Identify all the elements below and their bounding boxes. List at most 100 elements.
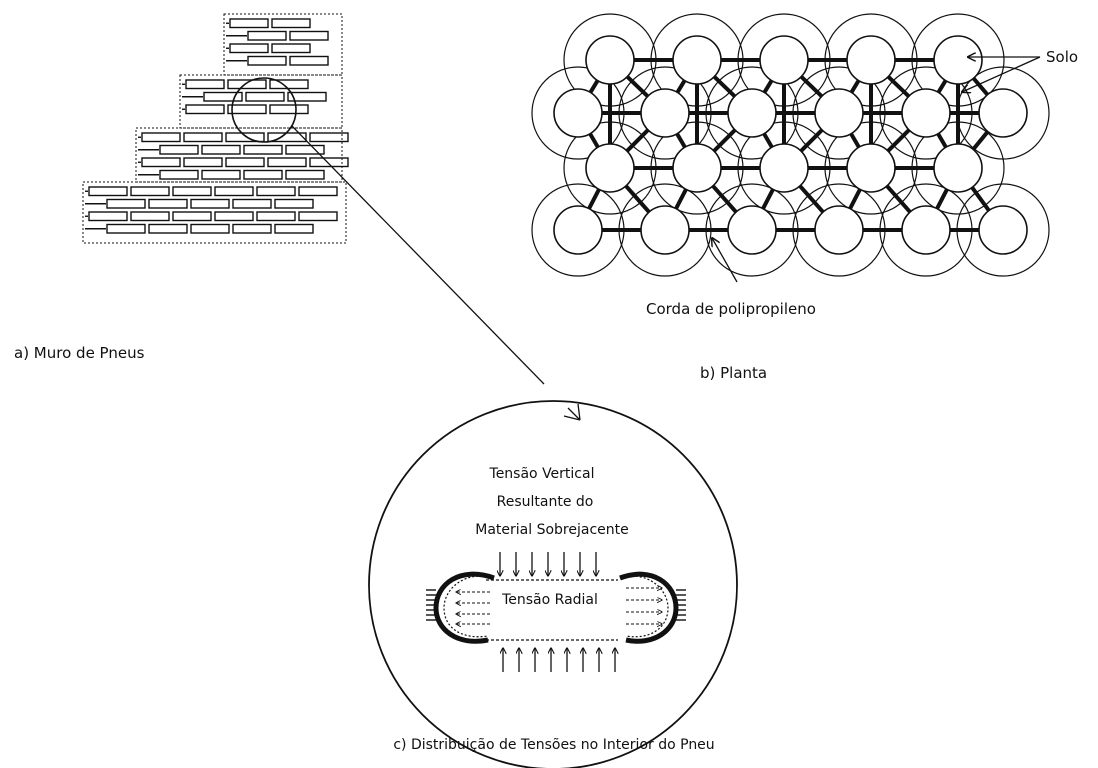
- label-radial: Tensão Radial: [502, 592, 598, 608]
- tire-block: [185, 104, 225, 115]
- tire-block: [159, 169, 199, 180]
- tire-block: [183, 157, 223, 168]
- soil-core: [846, 35, 896, 85]
- soil-core: [672, 35, 722, 85]
- tire-block: [287, 91, 327, 102]
- tire-block: [256, 211, 296, 222]
- rope-segment: [799, 75, 824, 98]
- soil-core: [672, 143, 722, 193]
- soil-core: [933, 143, 983, 193]
- rope-segment: [885, 184, 912, 214]
- soil-core: [553, 205, 603, 255]
- tire-block: [245, 91, 285, 102]
- rope-segment: [799, 128, 824, 153]
- wall-tier-outline: [135, 127, 343, 183]
- tire-detail-circle: [368, 400, 738, 768]
- soil-core: [814, 88, 864, 138]
- solo-pointer-line-2: [962, 56, 1041, 92]
- rope-segment: [674, 188, 688, 210]
- tire-block: [201, 144, 241, 155]
- soil-core: [901, 205, 951, 255]
- tire-block: [130, 186, 170, 197]
- rope-segment: [848, 188, 862, 210]
- rope-segment: [935, 188, 949, 210]
- rope-segment: [588, 132, 600, 149]
- rope-segment: [886, 128, 911, 153]
- label-corda: Corda de polipropileno: [646, 300, 816, 318]
- tire-wall-left: [433, 571, 495, 644]
- tire-block: [141, 157, 181, 168]
- tire-block: [285, 169, 325, 180]
- tire-block: [269, 79, 309, 90]
- label-vertical-line1: Tensão Vertical: [489, 466, 595, 482]
- caption-b: b) Planta: [700, 364, 768, 382]
- tire-block: [298, 186, 338, 197]
- rope-segment: [849, 79, 861, 94]
- tire-block: [298, 211, 338, 222]
- tire-wall-right-inner: [619, 575, 669, 638]
- rope-segment: [798, 184, 825, 214]
- rope-segment: [970, 186, 991, 212]
- tire-block: [267, 157, 307, 168]
- tire-block: [243, 144, 283, 155]
- soil-core: [901, 88, 951, 138]
- tire-block: [229, 18, 269, 29]
- soil-core: [978, 88, 1028, 138]
- tire-block: [285, 144, 325, 155]
- tire-block: [201, 169, 241, 180]
- soil-core: [640, 205, 690, 255]
- tire-block: [309, 157, 349, 168]
- rope-segment: [849, 132, 861, 149]
- soil-core: [585, 35, 635, 85]
- tire-block: [243, 169, 283, 180]
- stress-distribution-drawing: [426, 552, 686, 672]
- soil-core: [727, 88, 777, 138]
- tire-block: [274, 223, 314, 234]
- tire-block: [88, 186, 128, 197]
- rope-segment: [587, 188, 601, 210]
- soil-core: [727, 205, 777, 255]
- rope-segment: [936, 132, 948, 149]
- rope-segment: [625, 128, 650, 153]
- tire-block: [269, 104, 309, 115]
- tire-block: [214, 211, 254, 222]
- soil-core: [553, 88, 603, 138]
- rope-segment: [762, 79, 774, 94]
- rope-segment: [761, 188, 775, 210]
- rope-segment: [712, 75, 737, 98]
- tire-block: [159, 144, 199, 155]
- tire-block: [203, 91, 243, 102]
- tire-block: [225, 132, 265, 143]
- soil-core: [759, 35, 809, 85]
- label-solo: Solo: [1046, 48, 1079, 66]
- tire-block: [130, 211, 170, 222]
- tire-block: [309, 132, 349, 143]
- rope-segment: [625, 75, 650, 98]
- tire-block: [190, 198, 230, 209]
- tire-block: [106, 223, 146, 234]
- tire-block: [172, 186, 212, 197]
- rope-segment: [588, 79, 600, 94]
- rope-segment: [624, 184, 651, 214]
- soil-core: [640, 88, 690, 138]
- tire-block: [232, 198, 272, 209]
- rope-segment: [762, 132, 774, 149]
- tire-block: [225, 157, 265, 168]
- rope-segment: [712, 128, 737, 153]
- tire-block: [247, 55, 287, 66]
- soil-core: [585, 143, 635, 193]
- tire-block: [141, 132, 181, 143]
- rope-segment: [936, 79, 948, 94]
- label-vertical-line2: Resultante do: [496, 494, 594, 510]
- tire-block: [227, 79, 267, 90]
- corda-pointer-line: [712, 238, 738, 283]
- wall-tier-outline: [223, 13, 343, 76]
- tire-block: [271, 43, 311, 54]
- tire-block: [232, 223, 272, 234]
- soil-core: [933, 35, 983, 85]
- tire-wall-left-inner: [443, 575, 495, 638]
- tire-block: [172, 211, 212, 222]
- soil-core: [814, 205, 864, 255]
- caption-c: c) Distribuição de Tensões no Interior d…: [393, 737, 715, 753]
